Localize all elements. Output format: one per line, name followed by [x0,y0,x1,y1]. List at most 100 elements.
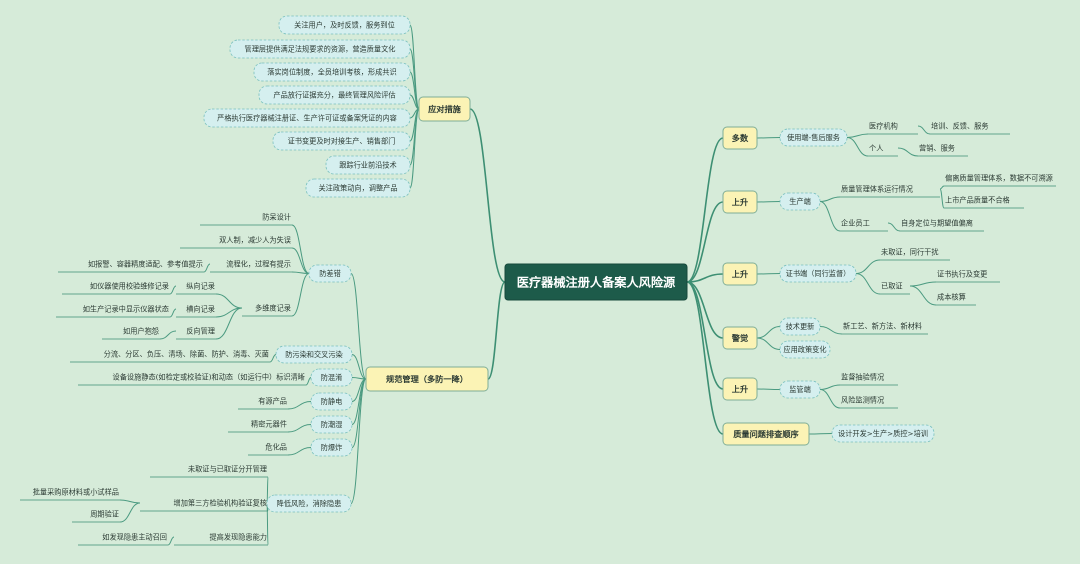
mindmap-node-right-2-children-0-children-1-children-1[interactable]: 成本核算 [936,293,976,306]
mindmap-node-right-3-children-0[interactable]: 技术更新 [779,317,821,336]
node-box [722,326,758,350]
mindmap-link [215,293,243,309]
mindmap-node-right-0-children-0-children-1-children-0[interactable]: 营销、服务 [918,144,968,157]
mindmap-node-right-0-children-0-children-0-children-0[interactable]: 培训、反馈、服务 [930,122,1010,135]
mindmap-node-right-2-children-0-children-0[interactable]: 未取证，同行干扰 [880,248,950,261]
mindmap-node-left-1-children-6-children-1[interactable]: 增加第三方检验机构验证复核 [140,499,268,512]
mindmap-node-left-0-children-4[interactable]: 严格执行医疗器械注册证、生产许可证或备案凭证的内容 [203,108,411,128]
mindmap-link [819,196,841,202]
node-label: 多数 [732,133,749,143]
mindmap-node-left-1-children-0-children-2-children-0[interactable]: 如报警、容器精度适配、参考值提示 [58,260,204,273]
node-label: 未取证，同行干扰 [881,248,939,257]
mindmap-node-left-1-children-0-children-3-children-2[interactable]: 反向管理 [176,327,216,340]
mindmap-link [686,137,724,283]
mindmap-node-right-5-children-0[interactable]: 设计开发>生产>质控>培训 [831,424,935,443]
mindmap-node-left-0-children-3[interactable]: 产品放行证据充分，最终管理风险评估 [258,85,411,105]
mindmap-node-left-1-children-6[interactable]: 降低风险，消除隐患 [266,494,352,513]
mindmap-link [409,71,420,110]
node-label: 如仪器使用校验维修记录 [90,282,169,291]
mindmap-link [686,281,724,435]
mindmap-node-left-1-children-0-children-3-children-0[interactable]: 纵向记录 [176,282,216,295]
mindmap-node-central[interactable]: 医疗器械注册人备案人风险源 [504,263,688,301]
mindmap-node-left-0-children-7[interactable]: 关注政策动向，调整产品 [305,178,411,198]
mindmap-node-left-0-children-6[interactable]: 跟踪行业前沿技术 [325,155,411,175]
mindmap-node-left-1-children-0-children-3-children-0-children-0[interactable]: 如仪器使用校验维修记录 [62,282,170,295]
node-label: 纵向记录 [186,282,215,291]
node-box [722,190,758,214]
mindmap-link [409,24,420,110]
node-label: 产品放行证据充分，最终管理风险评估 [273,91,395,100]
mindmap-node-left-1-children-6-children-1-children-1[interactable]: 周期验证 [72,510,120,523]
mindmap-node-left-1-children-6-children-2[interactable]: 提高发现隐患能力 [174,533,268,546]
node-label: 新工艺、新方法、新材料 [843,322,922,331]
mindmap-node-left-1-children-4-children-0[interactable]: 精密元器件 [228,420,288,433]
node-box [275,345,353,364]
mindmap-node-left-1[interactable]: 规范管理（多防一降） [365,366,489,392]
mindmap-node-left-1-children-0-children-0[interactable]: 防呆设计 [200,213,292,226]
mindmap-node-left-0-children-1[interactable]: 管理层提供满足法规要求的资源，营造质量文化 [229,39,411,59]
mindmap-node-left-1-children-1-children-0[interactable]: 分流、分区、负压、清场、除菌、防护、消毒、灭菌 [70,350,270,363]
mindmap-node-right-3-children-1[interactable]: 应用政策变化 [779,340,831,359]
mindmap-node-right-5[interactable]: 质量问题排查顺序 [722,422,810,446]
mindmap-node-left-1-children-3[interactable]: 防静电 [310,392,353,411]
mindmap-node-left-1-children-0-children-3-children-2-children-0[interactable]: 如用户抱怨 [102,327,160,340]
mindmap-link [686,273,724,283]
mindmap-link [819,326,843,335]
node-label: 降低风险，消除隐患 [277,499,342,508]
mindmap-node-right-2-children-0-children-1-children-0[interactable]: 证书执行及变更 [936,270,1000,283]
mindmap-node-right-1-children-0-children-0-children-1[interactable]: 上市产品质量不合格 [944,196,1024,209]
node-box [722,377,758,401]
mindmap-node-right-0-children-0-children-0[interactable]: 医疗机构 [868,122,918,135]
mindmap-node-left-1-children-2[interactable]: 防混淆 [310,368,353,387]
node-label: 严格执行医疗器械注册证、生产许可证或备案凭证的内容 [217,114,397,123]
mindmap-link [159,330,177,340]
mindmap-node-right-0-children-0-children-1[interactable]: 个人 [868,144,898,157]
mindmap-node-left-0-children-0[interactable]: 关注用户，及时反馈，服务到位 [278,15,411,35]
mindmap-node-left-1-children-3-children-0[interactable]: 有源产品 [238,397,288,410]
mindmap-node-right-4-children-0-children-0[interactable]: 监督抽验情况 [840,373,898,386]
mindmap-node-left-0-children-5[interactable]: 证书变更及时对接生产、销售部门 [272,131,411,151]
mindmap-node-left-1-children-5[interactable]: 防爆炸 [310,438,353,457]
mindmap-node-left-1-children-0-children-1[interactable]: 双人制，减少人为失误 [180,236,292,249]
mindmap-node-left-1-children-6-children-2-children-0[interactable]: 如发现隐患主动召回 [78,533,168,546]
mindmap-link [756,388,781,390]
mindmap-node-left-1-children-0-children-3-children-1[interactable]: 横向记录 [176,305,216,318]
mindmap-node-right-1[interactable]: 上升 [722,190,758,214]
mindmap-node-right-1-children-0[interactable]: 生产端 [779,192,821,211]
mindmap-node-right-2-children-0[interactable]: 证书端（同行监督） [779,264,857,283]
mindmap-node-left-1-children-2-children-0[interactable]: 设备设施静态(如检定或校验证)和动态（如运行中）标识清晰 [78,373,306,386]
mindmap-node-right-0-children-0[interactable]: 使用端-售后服务 [779,128,848,147]
mindmap-node-left-1-children-0-children-3[interactable]: 多维度记录 [242,304,292,317]
mindmap-node-left-1-children-0[interactable]: 防差错 [308,264,352,283]
mindmap-node-left-1-children-6-children-0[interactable]: 未取证与已取证分开管理 [150,465,268,478]
node-label: 营销、服务 [919,144,955,153]
mindmap-node-right-1-children-0-children-1[interactable]: 企业员工 [840,219,888,232]
mindmap-node-right-3[interactable]: 警觉 [722,326,758,350]
mindmap-node-left-1-children-6-children-1-children-0[interactable]: 批量采购原材料或小试样品 [20,488,120,501]
mindmap-link [351,354,367,380]
mindmap-node-right-4[interactable]: 上升 [722,377,758,401]
mindmap-link [269,354,277,363]
mindmap-node-right-3-children-0-children-0[interactable]: 新工艺、新方法、新材料 [842,322,928,335]
mindmap-node-right-1-children-0-children-1-children-0[interactable]: 自身定位与期望值偏离 [900,219,984,232]
mindmap-node-left-1-children-5-children-0[interactable]: 危化品 [248,443,288,456]
node-label: 有源产品 [258,397,287,406]
mindmap-node-left-0[interactable]: 应对措施 [418,96,471,122]
mindmap-node-left-0-children-2[interactable]: 落实岗位制度，全员培训考核，形成共识 [253,62,411,82]
mindmap-node-right-1-children-0-children-0-children-0[interactable]: 偏离质量管理体系，数据不可溯源 [944,174,1056,187]
mindmap-node-right-2[interactable]: 上升 [722,262,758,286]
mindmap-node-right-4-children-0[interactable]: 监管端 [779,380,821,399]
mindmap-link [897,147,919,157]
mindmap-node-right-2-children-0-children-1[interactable]: 已取证 [880,282,910,295]
node-label: 跟踪行业前沿技术 [339,161,397,170]
mindmap-node-right-0[interactable]: 多数 [722,126,758,150]
mindmap-link [909,285,937,306]
mindmap-node-right-4-children-0-children-1[interactable]: 风险监测情况 [840,396,898,409]
mindmap-node-left-1-children-4[interactable]: 防潮湿 [310,415,353,434]
node-box [722,262,758,286]
mindmap-node-left-1-children-1[interactable]: 防污染和交叉污染 [275,345,353,364]
mindmap-node-left-1-children-0-children-3-children-1-children-0[interactable]: 如生产记录中显示仪器状态 [56,305,170,318]
node-label: 批量采购原材料或小试样品 [33,488,119,497]
mindmap-node-right-1-children-0-children-0[interactable]: 质量管理体系运行情况 [840,185,940,198]
mindmap-node-left-1-children-0-children-2[interactable]: 流程化，过程有提示 [210,260,292,273]
